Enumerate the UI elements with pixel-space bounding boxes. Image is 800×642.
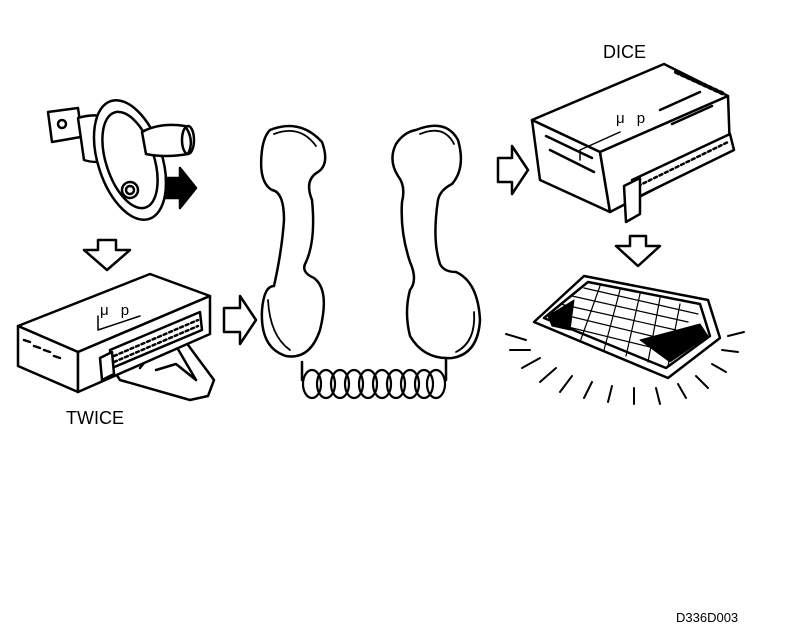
- twice-label: TWICE: [66, 408, 124, 428]
- twice-chip-label: μ p: [100, 302, 134, 319]
- arrow-down-icon: [614, 234, 662, 268]
- display-screen-icon: [505, 274, 745, 405]
- figure-reference: D336D003: [676, 610, 739, 625]
- twice-module-icon: [16, 272, 216, 402]
- telephone-handsets-icon: [259, 124, 482, 400]
- arrow-down-icon: [82, 238, 132, 272]
- dice-label: DICE: [603, 42, 647, 62]
- door-switch-icon: [46, 98, 198, 222]
- arrow-right-icon: [496, 144, 530, 196]
- dice-tester-icon: [530, 62, 736, 224]
- arrow-right-icon: [222, 294, 258, 346]
- dice-chip-label: μ p: [616, 110, 650, 127]
